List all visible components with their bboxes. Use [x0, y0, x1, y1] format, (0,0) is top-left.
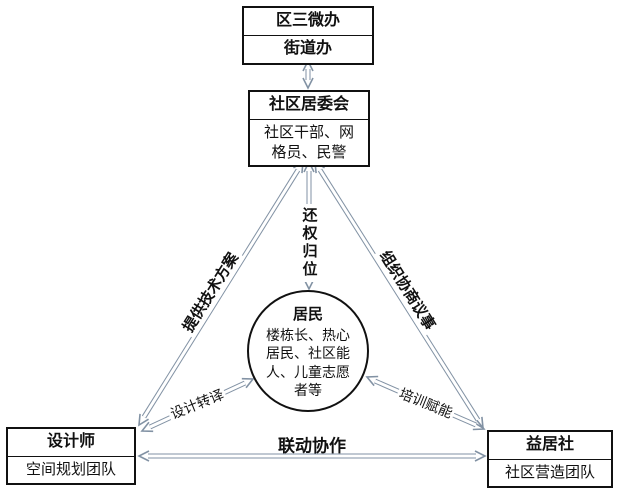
- node-community-org: 益居社 社区营造团队: [487, 430, 613, 488]
- org-title: 益居社: [489, 432, 611, 460]
- node-designer: 设计师 空间规划团队: [6, 427, 136, 485]
- district-line1: 区三微办: [244, 8, 372, 36]
- committee-title: 社区居委会: [250, 92, 368, 120]
- designer-desc: 空间规划团队: [25, 460, 116, 478]
- residents-desc: 楼栋长、热心居民、社区能人、儿童志愿者等: [266, 326, 350, 398]
- edge-label-vertical: 还权归位: [297, 204, 321, 282]
- org-desc: 社区营造团队: [504, 463, 595, 481]
- edge-label-bottom: 联动协作: [278, 436, 346, 456]
- node-residents: 居民 楼栋长、热心居民、社区能人、儿童志愿者等: [247, 290, 369, 412]
- node-district: 区三微办 街道办: [242, 6, 374, 65]
- node-committee: 社区居委会 社区干部、网格员、民警: [248, 90, 370, 168]
- residents-title: 居民: [292, 305, 323, 323]
- district-line2: 街道办: [283, 39, 332, 57]
- committee-desc: 社区干部、网格员、民警: [263, 123, 354, 161]
- designer-title: 设计师: [8, 429, 134, 457]
